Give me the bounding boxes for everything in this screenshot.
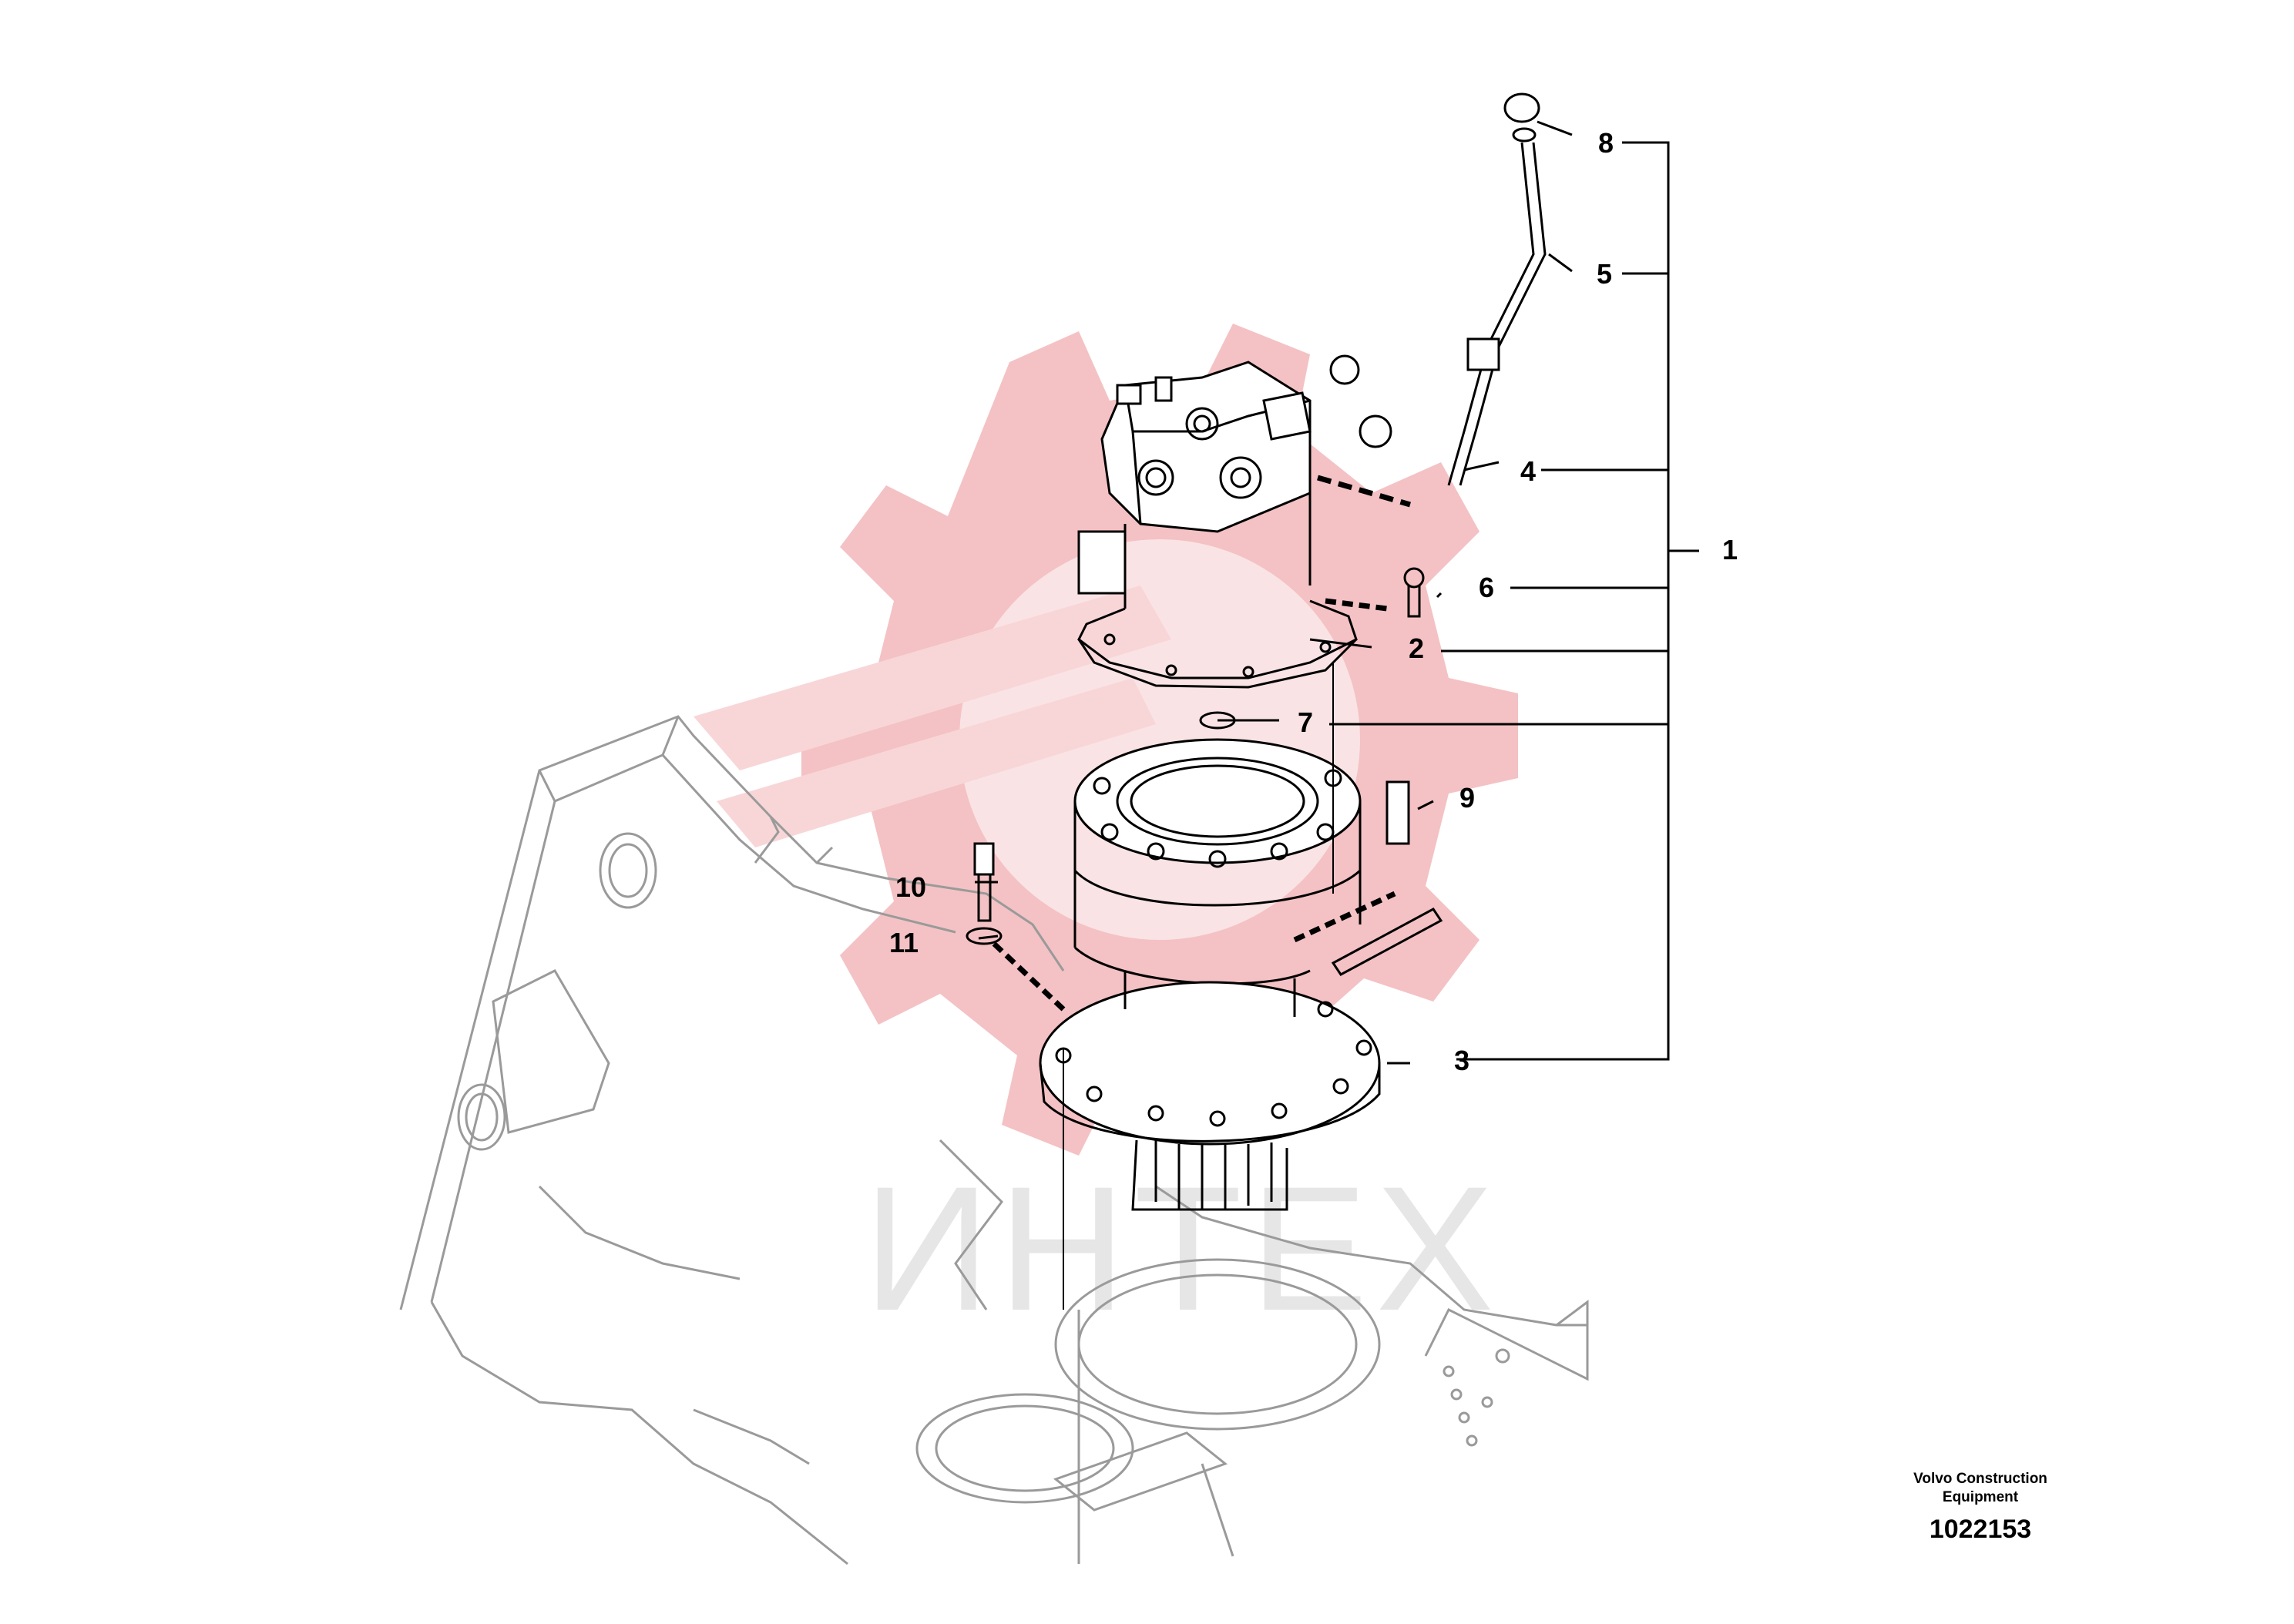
watermark-text: ИНТЕХ: [863, 1149, 1502, 1347]
manufacturer-line-2: Equipment: [1942, 1489, 2019, 1505]
figure-number: 1022153: [1929, 1515, 2032, 1544]
callout-7: 7: [1297, 706, 1314, 738]
callout-1: 1: [1721, 534, 1738, 565]
callout-5: 5: [1596, 258, 1613, 290]
callout-2: 2: [1408, 632, 1425, 664]
callout-leaders: [975, 120, 1699, 1065]
callout-3: 3: [1453, 1045, 1470, 1076]
callout-4: 4: [1520, 455, 1537, 487]
figure-caption: Volvo Construction Equipment 1022153: [1903, 1470, 2057, 1545]
swing-motor-assembly: [966, 92, 1547, 1310]
upper-frame-outline: [399, 715, 1589, 1565]
manufacturer-line-1: Volvo Construction: [1913, 1471, 2047, 1487]
callout-10: 10: [895, 871, 927, 903]
callout-6: 6: [1478, 572, 1495, 603]
callout-11: 11: [888, 927, 919, 958]
callout-8: 8: [1597, 127, 1614, 159]
callout-9: 9: [1459, 782, 1476, 814]
